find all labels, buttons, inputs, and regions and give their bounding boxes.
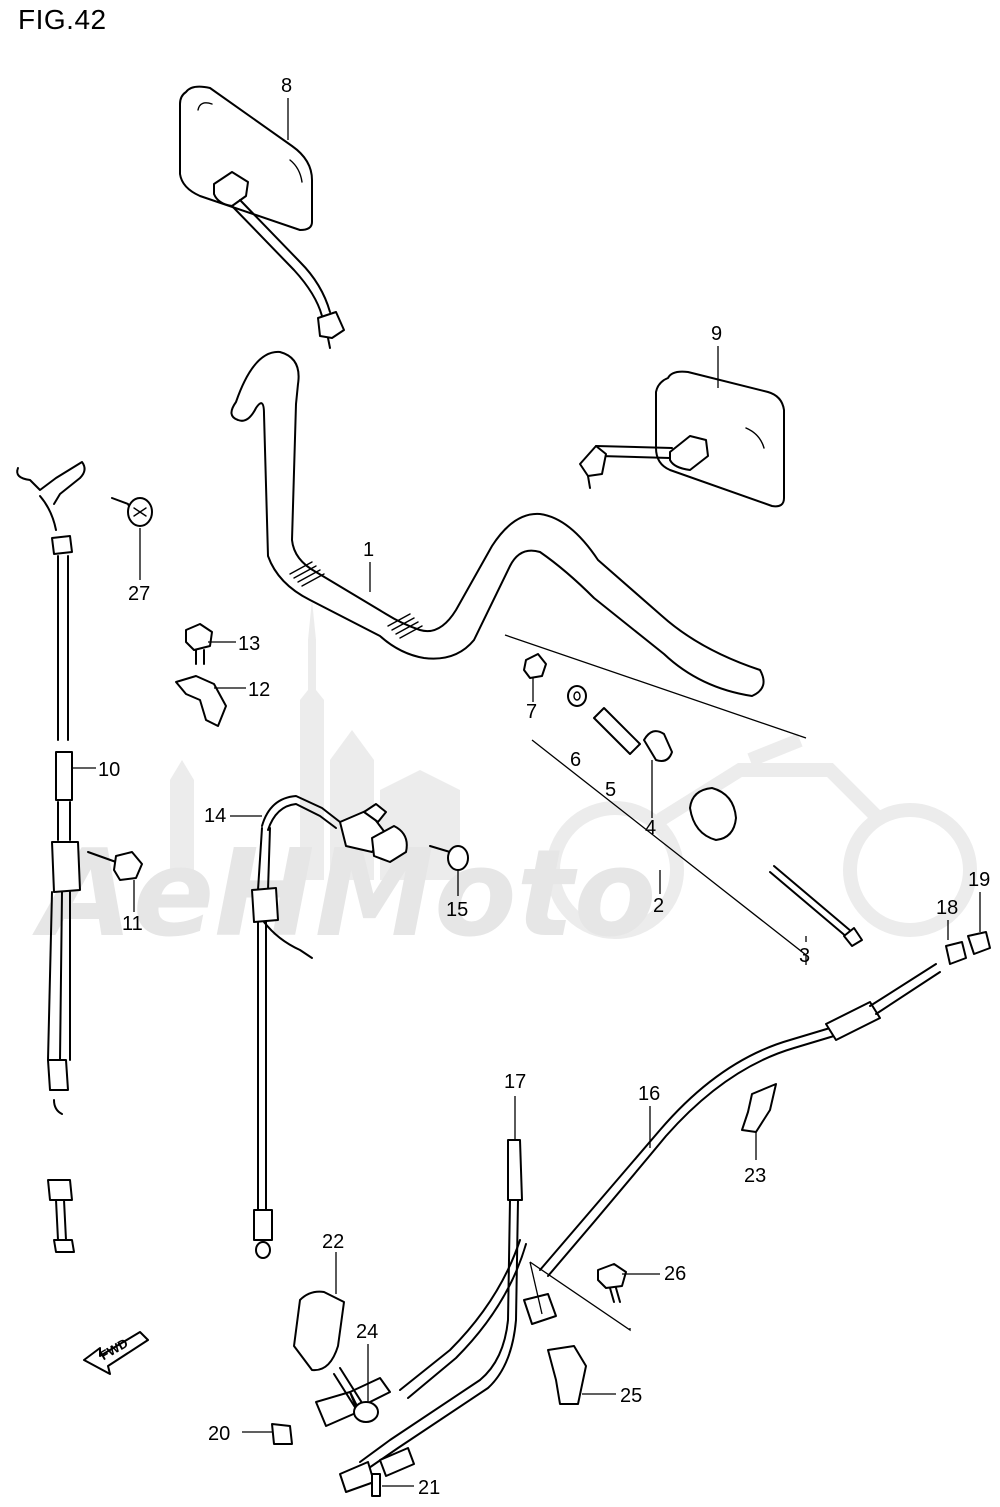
spacer [593,707,641,755]
mirror-left [179,85,345,349]
callout-11: 11 [122,913,143,935]
handlebar [230,350,765,697]
callout-16: 16 [638,1083,660,1105]
callout-27: 27 [128,583,150,605]
callout-20: 20 [208,1423,230,1445]
bar-end-weight [689,787,737,841]
callout-3: 3 [799,945,810,967]
rubber [643,730,673,762]
callout-5: 5 [605,779,616,801]
leader-lines [72,98,981,1487]
callout-15: 15 [446,899,468,921]
screw-15 [429,845,469,871]
callout-23: 23 [744,1165,766,1187]
bolt [843,927,863,947]
switch-body [371,825,408,863]
callout-24: 24 [356,1321,378,1343]
callout-18: 18 [936,897,958,919]
callout-14: 14 [204,805,226,827]
callout-17: 17 [504,1071,526,1093]
callout-numbers: 8 9 1 27 13 12 7 6 10 5 4 14 19 2 18 15 … [98,75,990,1499]
holder-18-19 [945,931,991,965]
callout-1: 1 [363,539,374,561]
callout-13: 13 [238,633,260,655]
screw-26 [597,1263,627,1303]
callout-10: 10 [98,759,120,781]
mirror-right [579,370,785,508]
watermark-text: AeHMoto [32,825,656,964]
cable [315,1139,527,1493]
forward-direction-marker: FWD [83,1331,149,1375]
bar-end-group [504,634,863,965]
callout-12: 12 [248,679,270,701]
callout-26: 26 [664,1263,686,1285]
screw-27 [111,497,153,527]
nut [523,653,547,679]
bracket-25 [523,1261,631,1405]
callout-7: 7 [526,701,537,723]
callout-22: 22 [322,1231,344,1253]
callout-2: 2 [653,895,664,917]
figure-title: FIG.42 [18,4,107,35]
boot [293,1290,345,1372]
screw-11 [87,851,143,881]
callout-9: 9 [711,323,722,345]
cotter-pin-21 [371,1473,381,1497]
callout-8: 8 [281,75,292,97]
clamp [175,675,227,727]
screw-24 [333,1367,379,1423]
callout-4: 4 [645,817,656,839]
callout-21: 21 [418,1477,440,1499]
adjuster [51,841,81,893]
throttle-cable [16,461,86,1253]
watermark: AeHMoto [32,600,977,964]
wire-assembly [251,795,408,1259]
callout-25: 25 [620,1385,642,1407]
washer [567,685,587,707]
callout-6: 6 [570,749,581,771]
clutch-cable [539,963,941,1277]
screw-13 [185,623,213,665]
bracket-23 [741,1083,777,1133]
pin-20 [271,1423,293,1445]
callout-19: 19 [968,869,990,891]
